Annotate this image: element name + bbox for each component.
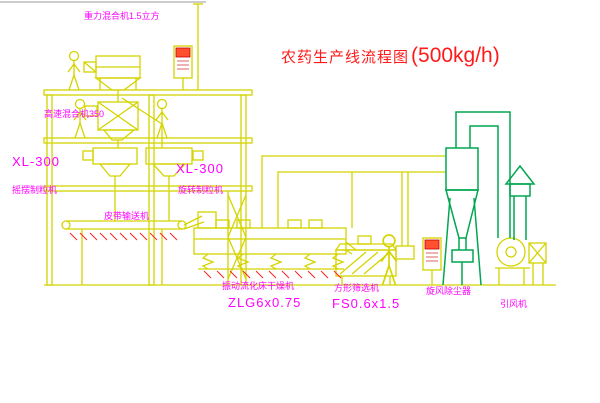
drawing-title-text: 农药生产线流程图	[281, 48, 410, 66]
drawing-title: 农药生产线流程图 (500kg/h)	[281, 44, 500, 68]
square-sifter-machine	[334, 172, 415, 285]
belt-conveyor-machine	[61, 215, 205, 285]
label-high-speed-mixer: 高速混合机350	[44, 109, 105, 119]
label-oscillating-granulator: 摇摆制粒机	[12, 185, 58, 195]
label-belt-conveyor: 皮带输送机	[104, 211, 150, 221]
control-cabinet	[422, 237, 442, 271]
control-cabinets	[173, 45, 442, 285]
label-square-sifter: 方形筛选机	[334, 283, 380, 293]
label-rotary-granulator-model: XL-300	[176, 161, 224, 176]
rotary-granulator-machine	[145, 147, 204, 221]
high-speed-mixer-machine	[84, 101, 139, 148]
gravity-mixer-machine	[83, 55, 163, 148]
drawing-title-capacity: (500kg/h)	[411, 44, 500, 67]
operator-figure	[67, 50, 81, 91]
label-fluid-bed-dryer-model: ZLG6x0.75	[228, 295, 302, 310]
label-gravity-mixer: 重力混合机1.5立方	[84, 11, 160, 21]
foundation-hatching	[69, 232, 342, 279]
fluid-bed-dryer-machine	[193, 155, 446, 270]
oscillating-granulator-machine	[82, 147, 138, 221]
control-cabinet	[173, 45, 193, 79]
induced-draft-fan-machine	[495, 237, 547, 285]
label-cyclone-dust-collector: 旋风除尘器	[426, 286, 472, 296]
operator-figure	[380, 234, 398, 286]
label-rotary-granulator: 旋转制粒机	[178, 185, 224, 195]
cyclone-and-exhaust-duct	[442, 111, 536, 286]
label-induced-draft-fan: 引风机	[500, 299, 528, 309]
label-square-sifter-model: FS0.6x1.5	[332, 296, 401, 311]
label-fluid-bed-dryer: 振动流化床干燥机	[222, 281, 295, 291]
label-oscillating-granulator-model: XL-300	[12, 154, 60, 169]
